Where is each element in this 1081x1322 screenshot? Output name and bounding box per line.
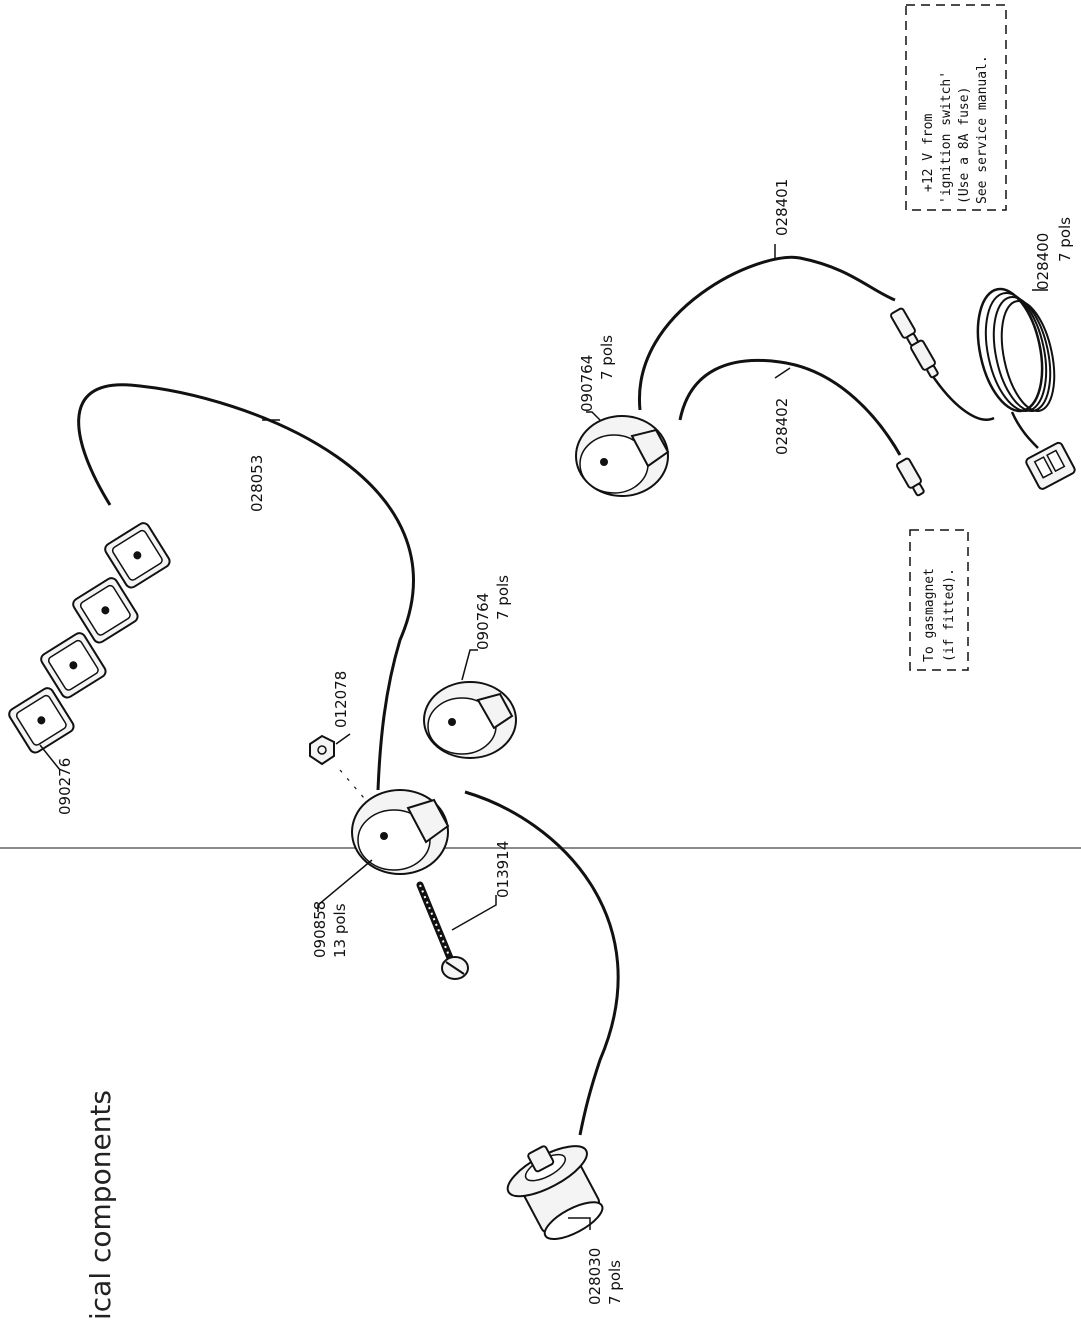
leader-090764-top (586, 411, 601, 421)
note-ignition-line4: See service manual. (975, 55, 990, 204)
label-028053: 028053 (248, 455, 266, 512)
connector-block-028400 (1025, 441, 1076, 490)
label-028402: 028402 (773, 398, 791, 455)
note-ignition-line1: +12 V from (921, 114, 936, 192)
coiled-cable-028400 (928, 287, 1056, 449)
lamp-block-090276 (8, 522, 171, 754)
leader-090858 (317, 859, 373, 912)
leader-028402 (774, 367, 791, 379)
axis-line (339, 769, 371, 806)
label-090764-top-pols: 7 pols (598, 335, 616, 380)
cable-028402 (678, 358, 902, 456)
label-028400: 028400 (1034, 233, 1052, 290)
cable-028401 (638, 255, 896, 411)
plug-090764-top (575, 415, 670, 497)
label-028030: 028030 (586, 1248, 604, 1305)
label-090764-middle-pols: 7 pols (494, 575, 512, 620)
note-box-ignition (905, 4, 1007, 211)
page-title: ical components (84, 1090, 117, 1320)
terminal-028400 (910, 339, 939, 379)
cable-028053 (77, 383, 415, 791)
label-090764-middle: 090764 (474, 593, 492, 650)
leader-090276 (39, 744, 61, 771)
nut-012078 (309, 734, 335, 766)
screw-013914 (416, 881, 469, 980)
label-028400-pols: 7 pols (1056, 217, 1074, 262)
note-gasmagnet-line1: To gasmagnet (922, 568, 937, 662)
note-gasmagnet-line2: (if fitted). (942, 568, 957, 662)
label-090764-top: 090764 (578, 355, 596, 412)
label-012078: 012078 (332, 671, 350, 728)
plug-090858 (351, 789, 450, 875)
socket-028030 (506, 1145, 604, 1240)
note-ignition-line2: 'ignition switch' (939, 71, 954, 204)
label-028401: 028401 (773, 179, 791, 236)
leader-090764-middle (461, 649, 478, 681)
cable-028030 (464, 790, 620, 1136)
note-ignition-line3: (Use a 8A fuse) (957, 87, 972, 204)
plug-090764-middle (423, 681, 517, 759)
leader-013914 (451, 895, 497, 931)
leader-012078 (335, 733, 351, 745)
label-028030-pols: 7 pols (606, 1260, 624, 1305)
terminal-028401 (890, 307, 919, 347)
label-090858: 090858 (311, 901, 329, 958)
leader-028030 (568, 1217, 591, 1230)
label-090276: 090276 (56, 758, 74, 815)
terminal-028402 (896, 457, 925, 497)
note-box-gasmagnet (909, 529, 969, 671)
label-090858-pols: 13 pols (331, 903, 349, 958)
label-013914: 013914 (494, 841, 512, 898)
